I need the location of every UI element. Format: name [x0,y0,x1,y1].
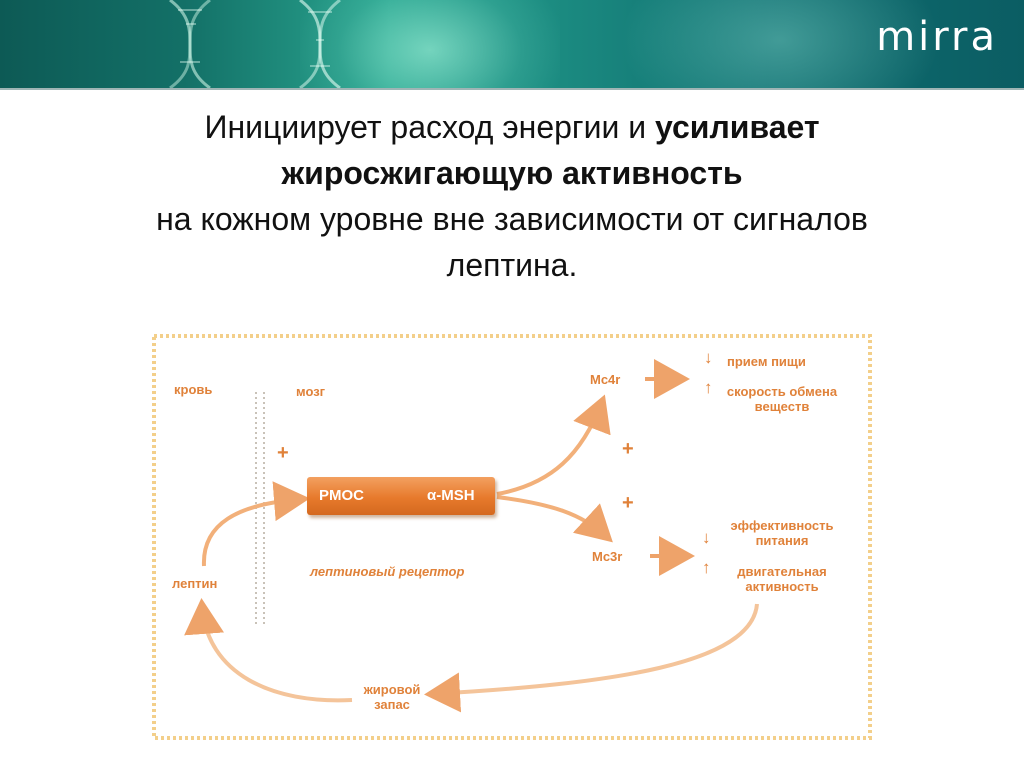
heading-line-2: жиросжигающую активность [40,150,984,196]
label-brain: мозг [296,384,326,399]
heading-bold-text: усиливает [654,109,820,145]
up-arrow-icon: ↑ [702,558,711,577]
dna-helix-graphic [169,0,341,88]
label-mc4r: Mc4r [590,372,621,387]
effects-to-fat-arrow [424,603,759,713]
up-arrow-icon: ↑ [704,378,713,397]
fat-to-leptin-arrow [184,598,353,703]
pmoc-to-mc4r-arrow [496,394,611,496]
down-arrow-icon: ↓ [704,348,713,367]
label-mc3r: Mc3r [592,549,623,564]
label-motor-activity: двигательная активность [712,564,852,594]
leptin-to-pmoc-arrow [201,481,310,567]
label-fat-store: жировой запас [352,682,432,712]
pmoc-label: PMOC [319,487,364,504]
plus-sign: + [622,438,634,460]
label-metabolic-rate: скорость обмена веществ [712,384,852,414]
plus-sign: + [622,492,634,514]
label-food-intake: прием пищи [727,354,806,369]
motor-activity-line-2: активность [745,579,819,594]
label-leptin-receptor: лептиновый рецептор [310,564,465,579]
mirra-logo[interactable]: mirra [876,14,998,60]
plus-sign: + [277,442,289,464]
alpha-msh-label: α-MSH [427,487,475,504]
leptin-pathway-diagram: кровь мозг + PMOC α-MSH лептиновый рецеп… [152,334,872,740]
fat-store-line-2: запас [374,697,410,712]
heading-bold-text: жиросжигающую активность [281,155,743,191]
heading-line-3: на кожном уровне вне зависимости от сигн… [156,201,868,237]
metabolic-rate-line-2: веществ [754,399,810,414]
motor-activity-line-1: двигательная [737,564,827,579]
down-arrow-icon: ↓ [702,528,711,547]
metabolic-rate-line-1: скорость обмена [726,384,838,399]
heading-line-1: Инициирует расход энергии и усиливает [40,104,984,150]
banner-glow [300,0,560,88]
slide-heading: Инициирует расход энергии и усиливает жи… [40,104,984,288]
pmoc-to-mc3r-arrow [496,495,613,543]
banner-glow [620,0,940,88]
heading-text: Инициирует расход энергии и [204,109,655,145]
header-banner: mirra [0,0,1024,88]
efficiency-line-1: эффективность [730,518,834,533]
pmoc-alpha-msh-box: PMOC α-MSH [307,477,495,515]
efficiency-line-2: питания [755,533,809,548]
diagram-frame [152,334,872,740]
diagram-graphics [152,334,872,740]
label-leptin: лептин [172,576,218,591]
label-blood: кровь [174,382,213,397]
heading-line-4: лептина. [446,247,578,283]
header-divider [0,88,1024,90]
label-efficiency: эффективность питания [712,518,852,548]
fat-store-line-1: жировой [363,682,421,697]
